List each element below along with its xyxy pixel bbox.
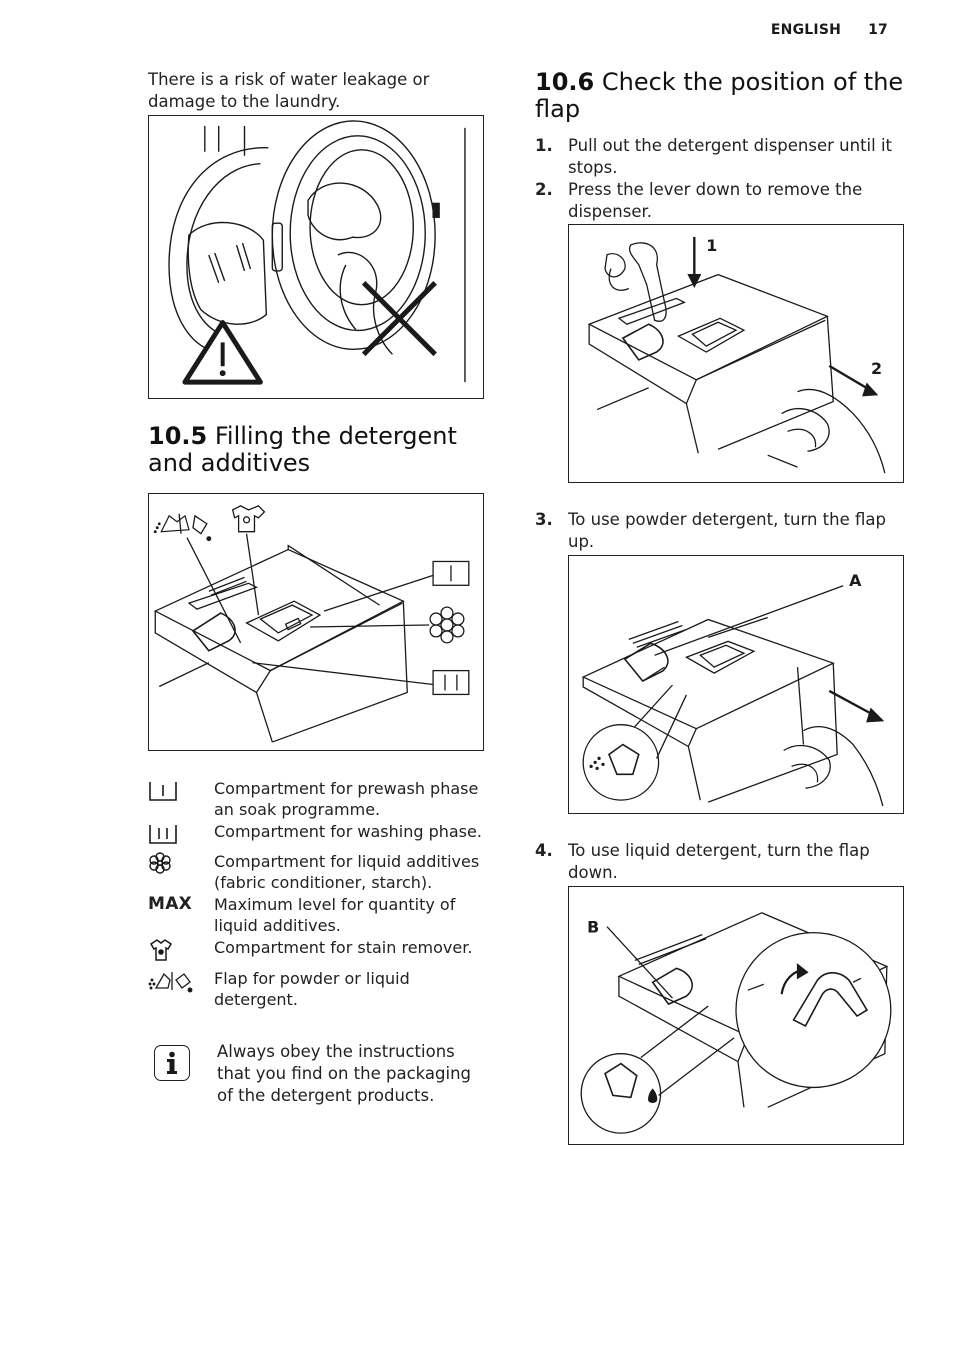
section-10-6-heading: 10.6 Check the position of the flap (535, 69, 905, 123)
info-note-text: Always obey the instructions that you fi… (217, 1042, 472, 1105)
legend-row-stain: Compartment for stain remover. (148, 937, 493, 963)
flower-icon (149, 852, 171, 874)
legend-text: Compartment for prewash phase an soak pr… (214, 779, 479, 819)
step-text: To use liquid detergent, turn the flap d… (568, 841, 870, 882)
legend-row-max: MAX Maximum level for quantity of liquid… (148, 894, 493, 936)
warning-text: There is a risk of water leakage or dama… (148, 70, 430, 111)
max-label: MAX (148, 894, 193, 914)
header-language: ENGLISH (770, 22, 842, 38)
step-number: 1. (535, 136, 553, 155)
step-number: 3. (535, 510, 553, 529)
section-number: 10.5 (148, 422, 208, 450)
legend-row-flap: Flap for powder or liquid detergent. (148, 968, 493, 1010)
figure-remove-dispenser: 1 2 (568, 224, 904, 483)
wash-compartment-icon (149, 825, 177, 844)
header-page-number: 17 (868, 22, 888, 38)
legend-text: Compartment for stain remover. (214, 938, 473, 957)
step-2: 2. Press the lever down to remove the di… (535, 179, 895, 223)
step-1: 1. Pull out the detergent dispenser unti… (535, 135, 895, 179)
figure-open-door-warning (148, 115, 484, 399)
figure-flap-up-powder: A (568, 555, 904, 814)
legend-text: Flap for powder or liquid detergent. (214, 969, 410, 1009)
powder-liquid-flap-icon (148, 972, 193, 993)
step-3: 3. To use powder detergent, turn the fla… (535, 509, 895, 553)
step-number: 2. (535, 180, 553, 199)
info-icon (154, 1045, 190, 1081)
legend-row-wash: Compartment for washing phase. (148, 821, 493, 847)
shirt-stain-icon (149, 939, 173, 961)
section-title: Check the position of the flap (535, 68, 904, 123)
section-title: Filling the detergent and additives (148, 422, 457, 477)
label-2: 2 (871, 359, 882, 378)
label-1: 1 (706, 236, 717, 255)
page-header: ENGLISH 17 (749, 22, 888, 38)
legend-row-prewash: Compartment for prewash phase an soak pr… (148, 778, 493, 820)
legend-text: Maximum level for quantity of liquid add… (214, 895, 456, 935)
step-number: 4. (535, 841, 553, 860)
label-a: A (849, 571, 862, 590)
legend-text: Compartment for liquid additives (fabric… (214, 852, 480, 892)
prewash-compartment-icon (149, 782, 177, 801)
section-number: 10.6 (535, 68, 595, 96)
step-4: 4. To use liquid detergent, turn the fla… (535, 840, 895, 884)
step-text: Pull out the detergent dispenser until i… (568, 136, 893, 177)
figure-dispenser-compartments (148, 493, 484, 751)
step-text: Press the lever down to remove the dispe… (568, 180, 863, 221)
step-text: To use powder detergent, turn the flap u… (568, 510, 886, 551)
legend-row-liquid-additives: Compartment for liquid additives (fabric… (148, 851, 493, 893)
figure-flap-down-liquid: B (568, 886, 904, 1145)
info-note (154, 1045, 190, 1081)
section-10-5-heading: 10.5 Filling the detergent and additives (148, 423, 498, 477)
legend-text: Compartment for washing phase. (214, 822, 482, 841)
label-b: B (587, 918, 599, 937)
